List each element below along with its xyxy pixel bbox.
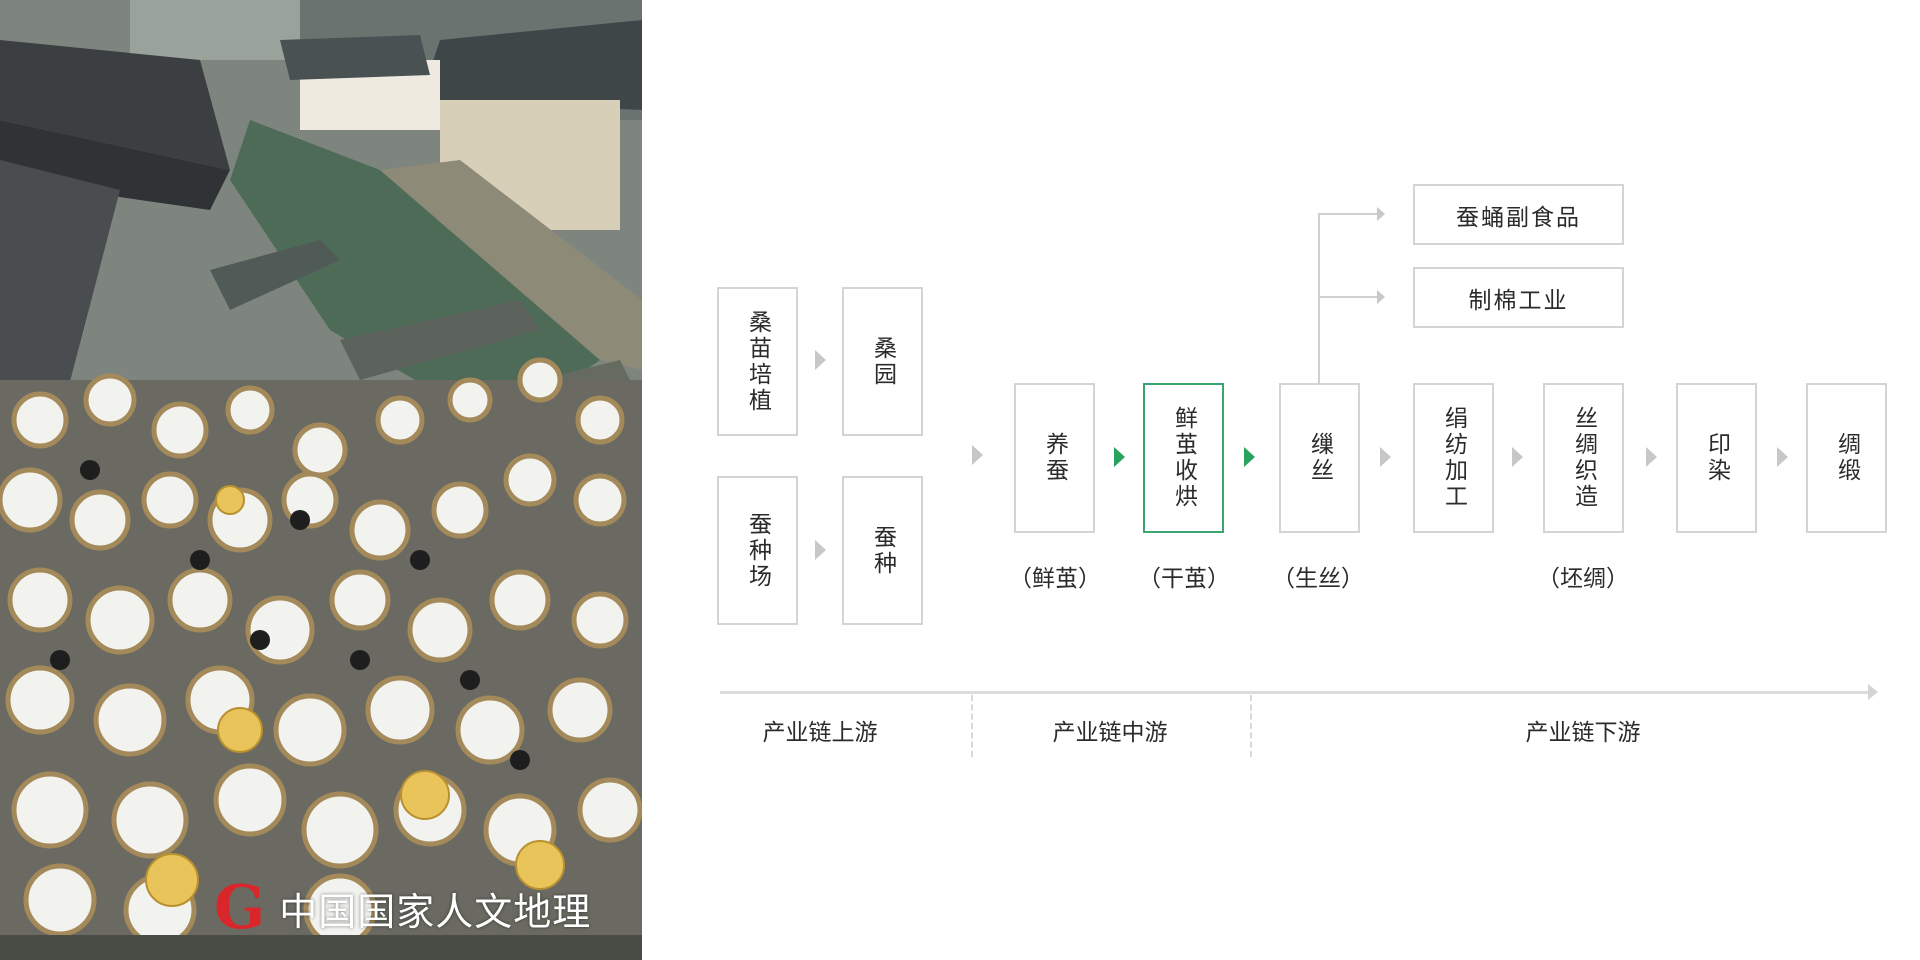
timeline-axis bbox=[720, 691, 1870, 694]
stage-divider bbox=[971, 695, 973, 757]
watermark-text: 中国国家人文地理 bbox=[279, 889, 592, 934]
stage-midstream: 产业链中游 bbox=[1052, 720, 1168, 746]
arrow-right-icon bbox=[815, 350, 826, 370]
arrow-right-icon bbox=[1380, 447, 1391, 467]
box-label: 鲜茧收烘 bbox=[1170, 406, 1197, 510]
box-label: 桑苗培植 bbox=[744, 309, 771, 414]
box-label: 蚕种 bbox=[869, 524, 896, 577]
box-label: 养蚕 bbox=[1041, 432, 1068, 484]
logo-g-icon: G bbox=[214, 873, 266, 943]
box-label: 制棉工业 bbox=[1468, 287, 1569, 314]
arrow-right-green-icon bbox=[1244, 447, 1255, 467]
box-spun-silk-processing: 绢纺加工 bbox=[1413, 383, 1494, 533]
stage-divider bbox=[1250, 695, 1252, 757]
arrow-right-icon bbox=[815, 540, 826, 560]
timeline-arrowhead-icon bbox=[1868, 684, 1878, 700]
box-silkworm-rearing: 养蚕 bbox=[1014, 383, 1095, 533]
arrow-right-icon bbox=[1646, 447, 1657, 467]
box-label: 桑园 bbox=[869, 335, 896, 388]
arrow-right-icon bbox=[1377, 207, 1385, 221]
arrow-right-icon bbox=[972, 445, 983, 465]
box-mulberry-seedling: 桑苗培植 bbox=[717, 287, 798, 436]
box-label: 丝绸织造 bbox=[1570, 406, 1597, 510]
branch-connector-vertical bbox=[1318, 214, 1320, 384]
arrow-right-icon bbox=[1777, 447, 1788, 467]
box-label: 绸缎 bbox=[1833, 432, 1860, 484]
arrow-right-green-icon bbox=[1114, 447, 1125, 467]
watermark: G 中国国家人文地理 bbox=[214, 873, 592, 943]
product-label-fresh-cocoon: （鲜茧） bbox=[1009, 566, 1101, 592]
box-label: 蚕蛹副食品 bbox=[1456, 204, 1581, 231]
product-label-raw-silk: （生丝） bbox=[1272, 566, 1364, 592]
arrow-right-icon bbox=[1377, 290, 1385, 304]
box-printing-dyeing: 印染 bbox=[1676, 383, 1757, 533]
stage-downstream: 产业链下游 bbox=[1525, 720, 1641, 746]
product-label-dry-cocoon: （干茧） bbox=[1138, 566, 1230, 592]
box-silkworm-eggs: 蚕种 bbox=[842, 476, 923, 625]
box-fresh-cocoon-drying: 鲜茧收烘 bbox=[1143, 383, 1224, 533]
photo-illustration bbox=[0, 0, 642, 960]
box-label: 蚕种场 bbox=[744, 511, 771, 590]
box-label: 绢纺加工 bbox=[1440, 406, 1467, 510]
box-label: 缫丝 bbox=[1306, 432, 1333, 484]
box-label: 印染 bbox=[1703, 432, 1730, 484]
stage-upstream: 产业链上游 bbox=[762, 720, 878, 746]
box-silkworm-egg-farm: 蚕种场 bbox=[717, 476, 798, 625]
box-silk-reeling: 缫丝 bbox=[1279, 383, 1360, 533]
box-mulberry-garden: 桑园 bbox=[842, 287, 923, 436]
box-pupa-byproduct-food: 蚕蛹副食品 bbox=[1413, 184, 1624, 245]
cocoon-market-photo: G 中国国家人文地理 bbox=[0, 0, 642, 960]
box-silk-weaving: 丝绸织造 bbox=[1543, 383, 1624, 533]
box-silk-satin: 绸缎 bbox=[1806, 383, 1887, 533]
product-label-greige-silk: （坯绸） bbox=[1537, 566, 1629, 592]
arrow-right-icon bbox=[1512, 447, 1523, 467]
branch-connector-1 bbox=[1318, 213, 1378, 215]
silk-industry-chain-diagram: 桑苗培植 桑园 蚕种场 蚕种 养蚕 鲜茧收烘 缫丝 绢纺加工 丝绸织造 印染 绸… bbox=[642, 0, 1920, 960]
branch-connector-2 bbox=[1318, 296, 1378, 298]
box-cotton-industry: 制棉工业 bbox=[1413, 267, 1624, 328]
